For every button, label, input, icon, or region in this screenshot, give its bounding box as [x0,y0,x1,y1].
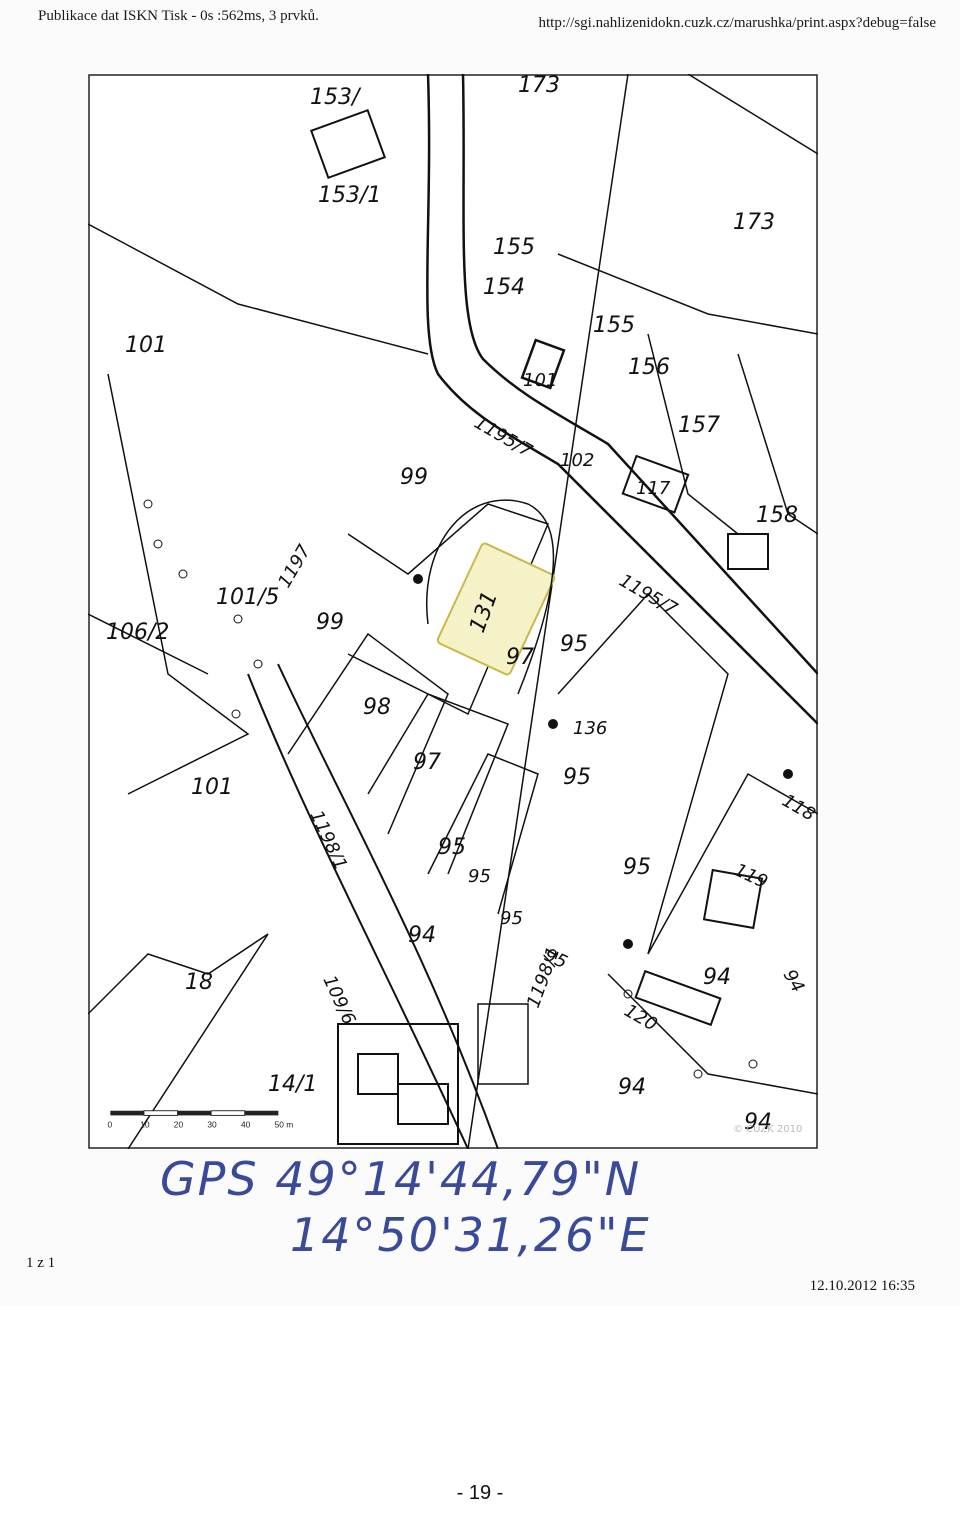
parcel-label: 97 [413,750,441,775]
print-page-count: 1 z 1 [26,1255,56,1271]
copyright-text: © ČÚZK 2010 [733,1122,802,1135]
parcel-label: 1198/1 [523,944,564,1011]
parcel-label: 94 [618,1075,646,1100]
parcel-label: 102 [560,450,594,471]
parcel-label: 158 [756,503,798,528]
handwritten-gps-latitude: GPS 49°14'44,79"N [160,1152,642,1206]
parcel-label: 153/1 [318,183,381,208]
parcel-label: 173 [518,74,560,98]
parcel-label: 98 [363,695,391,720]
parcel-label: 156 [628,355,670,380]
parcel-label: 97 [506,645,534,670]
print-datetime: 12.10.2012 16:35 [809,1278,915,1294]
scale-tick: 20 [174,1120,184,1130]
scale-tick: 50 m [275,1120,294,1130]
parcel-label: 153/ [310,85,362,110]
parcel-label: 101 [125,333,167,358]
scale-tick: 10 [140,1120,150,1130]
parcel-label: 106/2 [106,620,169,645]
parcel-label: 95 [563,765,591,790]
parcel-label: 154 [483,275,525,300]
parcel-label: 94 [744,1110,772,1135]
parcel-label: 101/5 [216,585,279,610]
scale-tick: 0 [108,1120,113,1130]
parcel-label: 155 [493,235,535,260]
print-header-url: http://sgi.nahlizenidokn.cuzk.cz/marushk… [538,15,936,31]
parcel-label: 94 [408,923,436,948]
parcel-label: 155 [593,313,635,338]
parcel-label: 99 [316,610,344,635]
parcel-label: 136 [573,718,607,739]
scale-tick: 30 [207,1120,217,1130]
cadastral-map-drawing: 153/ 153/1 173 173 101 155 154 155 156 1… [88,74,818,1149]
map-scale-bar: 0 10 20 30 40 50 m [108,1110,294,1130]
parcel-label: 1198/1 [305,807,351,873]
document-page-number: - 19 - [456,1482,504,1504]
parcel-label: 95 [468,866,491,887]
parcel-label: 99 [400,465,428,490]
handwritten-gps-longitude: 14°50'31,26"E [290,1208,651,1262]
parcel-label: 95 [560,632,588,657]
parcel-label: 1195/7 [471,412,537,462]
parcel-label: 157 [678,413,720,438]
cadastral-map: 153/ 153/1 173 173 101 155 154 155 156 1… [88,74,818,1149]
print-header-title: Publikace dat ISKN Tisk - 0s :562ms, 3 p… [38,8,319,24]
parcel-label: 173 [733,210,775,235]
parcel-label: 95 [623,855,651,880]
parcel-label: 14/1 [268,1072,317,1097]
parcel-label: 1197 [274,541,315,592]
scale-tick: 40 [241,1120,251,1130]
parcel-label: 94 [779,966,809,996]
parcel-label: 95 [438,835,466,860]
parcel-label: 18 [185,970,213,995]
parcel-label: 95 [500,908,523,929]
parcel-label: 101 [191,775,233,800]
parcel-label: 119 [731,859,771,893]
parcel-label: 94 [703,965,731,990]
parcel-label: 109/6 [318,972,359,1028]
parcel-label: 117 [636,478,671,499]
parcel-label: 101 [523,370,557,391]
